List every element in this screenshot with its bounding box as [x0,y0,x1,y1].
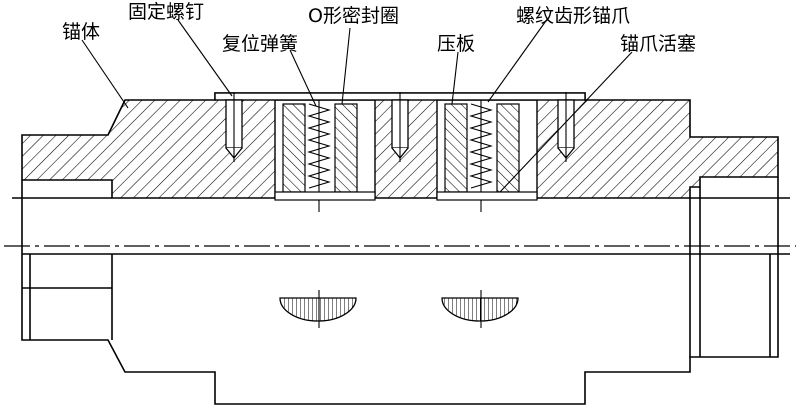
fixing-screw-1 [225,92,243,162]
fixing-screw-2 [391,92,409,162]
slip-piston-left [282,103,306,193]
slip-piston-left-b [334,103,358,193]
piston-base-left [274,191,376,201]
label-slip-piston: 锚爪活塞 [620,33,696,55]
leader-o-ring [341,27,351,105]
fixing-screw-3 [557,92,575,162]
label-anchor-body: 锚体 [62,21,100,43]
label-return-spring: 复位弹簧 [222,33,298,55]
leader-pressure-plate [451,51,459,105]
label-o-ring: O形密封圈 [308,5,399,27]
leader-anchor-body [81,39,129,109]
slip-teeth-lower-right [441,297,519,322]
leader-slip-piston [499,51,633,193]
label-threaded-slips: 螺纹齿形锚爪 [516,5,630,27]
label-fixing-screw: 固定螺钉 [128,1,204,23]
slip-teeth-lower-left [279,297,357,322]
spring-right [469,103,493,189]
leader-return-spring [289,49,317,107]
leader-threaded-slips [487,17,549,103]
spring-left [307,103,331,189]
anchor-body-lower-outline [21,177,779,405]
label-pressure-plate: 压板 [437,33,475,55]
piston-base-right [436,191,538,201]
leader-fixing-screw [177,19,233,97]
slip-piston-right [444,103,468,193]
slip-piston-right-b [496,103,520,193]
